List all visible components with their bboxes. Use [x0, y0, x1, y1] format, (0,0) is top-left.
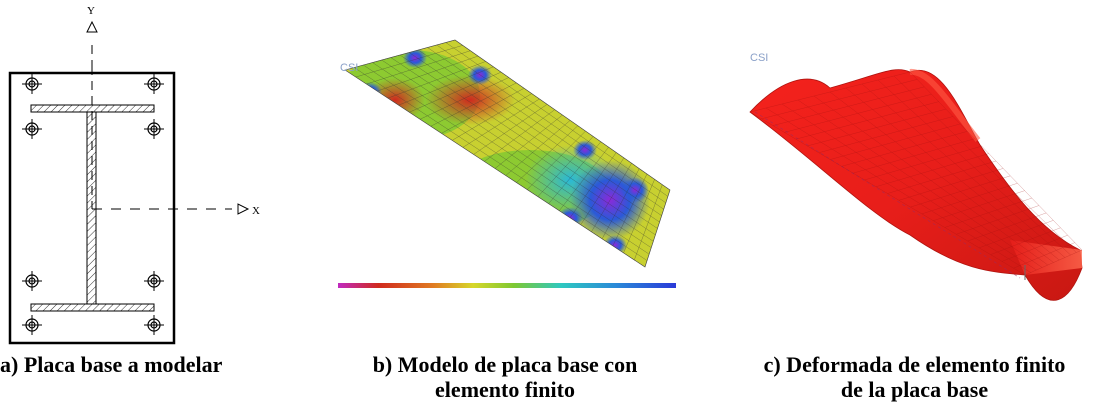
deformed-plate-plot	[749, 69, 1083, 301]
csi-watermark: CSI	[750, 52, 769, 64]
csi-watermark: CSI	[340, 62, 359, 74]
x-axis-arrow-icon	[237, 203, 250, 215]
caption-b-line1: b) Modelo de placa base con	[372, 352, 638, 377]
anchor-bolt-icon	[144, 119, 164, 139]
anchor-bolt-icon	[144, 315, 164, 335]
fe-stress-plot	[338, 39, 676, 288]
x-axis	[92, 203, 250, 215]
panel-deformed-shape: CSI c) Deformada de elemento finito de l…	[720, 0, 1109, 406]
anchor-bolt-icon	[22, 119, 42, 139]
caption-a: a) Placa base a modelar	[0, 352, 223, 377]
anchor-bolt-icon	[144, 74, 164, 94]
caption-b-line2: elemento finito	[435, 377, 575, 402]
caption-c: c) Deformada de elemento finito de la pl…	[720, 352, 1109, 402]
y-axis-arrow-icon	[86, 20, 98, 33]
fe-plate	[345, 40, 670, 267]
x-axis-label: X	[252, 205, 260, 217]
caption-c-line1: c) Deformada de elemento finito	[763, 352, 1066, 377]
panel-base-plate-drawing: Y X a) Placa base a modelar	[0, 0, 290, 406]
y-axis	[86, 20, 98, 66]
base-plate-drawing	[8, 20, 250, 345]
y-axis-label: Y	[87, 5, 95, 17]
deformed-plate	[749, 69, 1083, 301]
caption-c-line2: de la placa base	[840, 377, 989, 402]
caption-b: b) Modelo de placa base con elemento fin…	[320, 352, 690, 402]
stress-color-legend	[338, 283, 676, 288]
bottom-flange	[30, 303, 155, 312]
panel-fe-model: CSI b) Modelo de placa base con elemento…	[320, 0, 690, 406]
anchor-bolt-icon	[22, 315, 42, 335]
top-flange	[30, 104, 155, 113]
anchor-bolt-icon	[22, 271, 42, 291]
anchor-bolt-icon	[22, 74, 42, 94]
anchor-bolt-icon	[144, 271, 164, 291]
